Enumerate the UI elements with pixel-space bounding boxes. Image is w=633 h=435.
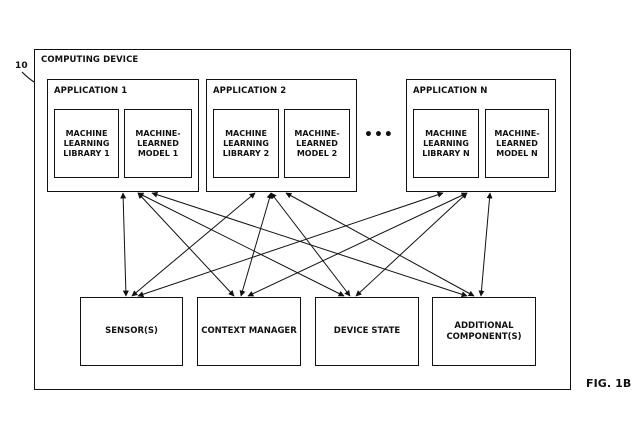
bidirectional-arrow-app3-comp2 [247,192,468,297]
machine-learning-library-1: MACHINE LEARNING LIBRARY 1 [54,109,119,178]
bidirectional-arrow-app1-comp2 [137,192,235,297]
bidirectional-arrow-app2-comp2 [239,192,273,297]
application-n-title: APPLICATION N [413,86,488,96]
bidirectional-arrow-app3-comp4 [478,192,493,297]
device-state-box: DEVICE STATE [315,297,419,366]
sensors-box: SENSOR(S) [80,297,183,366]
machine-learned-model-n: MACHINE- LEARNED MODEL N [485,109,549,178]
machine-learned-model-2: MACHINE- LEARNED MODEL 2 [284,109,350,178]
bidirectional-arrow-app1-comp4 [151,191,468,298]
bidirectional-arrow-app2-comp3 [270,192,351,297]
bidirectional-arrow-app2-comp1 [131,192,256,297]
machine-learning-library-2: MACHINE LEARNING LIBRARY 2 [213,109,279,178]
machine-learning-library-n: MACHINE LEARNING LIBRARY N [413,109,479,178]
bidirectional-arrow-app1-comp1 [120,192,129,297]
application-2-box [206,79,357,192]
application-2-title: APPLICATION 2 [213,86,287,96]
bidirectional-arrow-app3-comp3 [355,192,468,297]
computing-device-title: COMPUTING DEVICE [41,55,139,65]
machine-learned-model-1: MACHINE- LEARNED MODEL 1 [124,109,192,178]
additional-components-box: ADDITIONAL COMPONENT(S) [432,297,536,366]
application-1-title: APPLICATION 1 [54,86,128,96]
context-manager-box: CONTEXT MANAGER [197,297,301,366]
figure-label: FIG. 1B [586,377,632,390]
bidirectional-arrow-app3-comp1 [137,191,444,298]
reference-numeral: 10 [15,61,28,71]
application-1-box [47,79,199,192]
bidirectional-arrow-app1-comp3 [137,192,345,297]
ellipsis: ••• [364,127,394,143]
application-n-box [406,79,556,192]
